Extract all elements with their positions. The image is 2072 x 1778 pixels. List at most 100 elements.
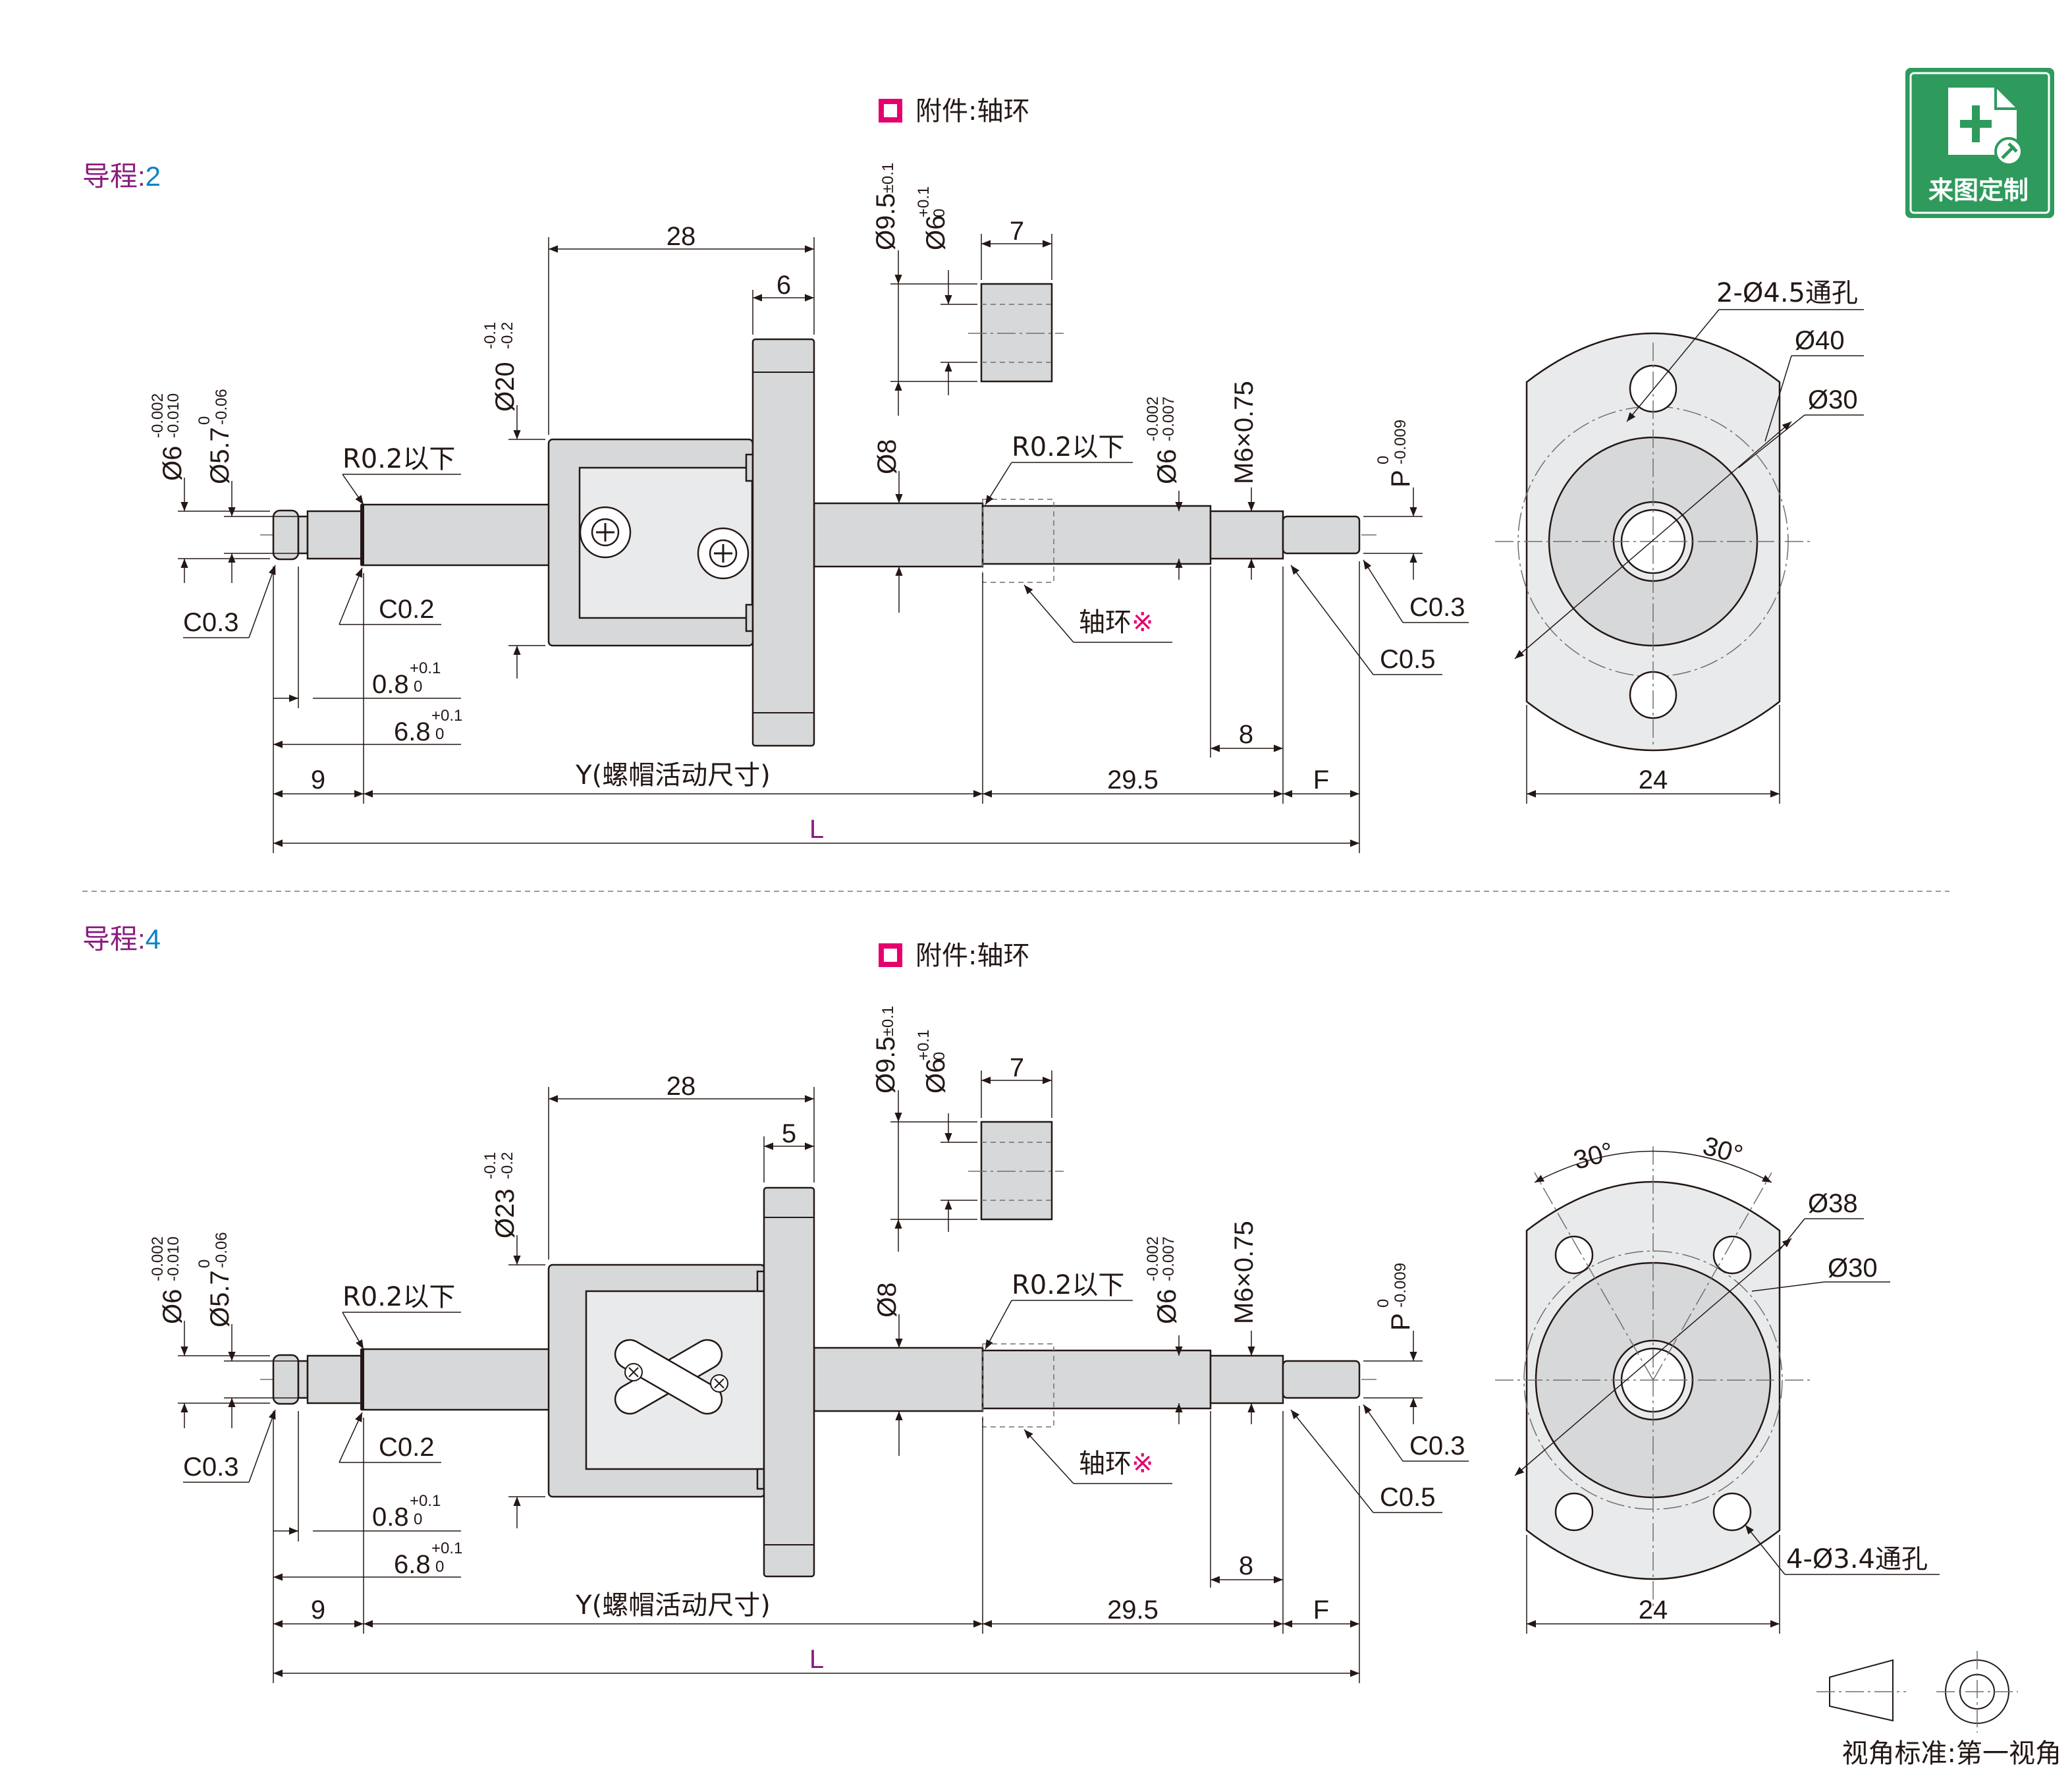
svg-text:29.5: 29.5: [1107, 765, 1159, 794]
svg-text:+0.1: +0.1: [410, 1492, 441, 1510]
svg-text:-0.2: -0.2: [499, 1152, 516, 1179]
svg-text:C0.2: C0.2: [379, 595, 435, 624]
svg-text:-0.2: -0.2: [499, 322, 516, 349]
ball-nut: [547, 338, 815, 747]
screw-shaft: [272, 502, 1361, 568]
svg-text:Ø6: Ø6: [1153, 449, 1182, 484]
svg-text:6: 6: [777, 271, 791, 300]
svg-text:C0.3: C0.3: [1409, 593, 1465, 622]
section-lead-2: 导程:2 附件:轴环: [82, 96, 1864, 853]
svg-text:+0.1: +0.1: [915, 1030, 933, 1061]
svg-text:R0.2以下: R0.2以下: [342, 1282, 455, 1312]
svg-text:+0.1: +0.1: [410, 659, 441, 677]
svg-text:C0.2: C0.2: [379, 1433, 435, 1462]
svg-text:Ø6: Ø6: [921, 1059, 950, 1094]
svg-text:Ø6: Ø6: [1153, 1289, 1182, 1324]
svg-text:0.8: 0.8: [372, 670, 409, 699]
svg-text:-0.002: -0.002: [149, 393, 167, 438]
svg-text:4-Ø3.4通孔: 4-Ø3.4通孔: [1786, 1544, 1928, 1574]
svg-text:Ø9.5±0.1: Ø9.5±0.1: [871, 1006, 900, 1094]
svg-text:P: P: [1386, 1313, 1415, 1331]
svg-text:M6×0.75: M6×0.75: [1230, 381, 1259, 484]
svg-text:M6×0.75: M6×0.75: [1230, 1221, 1259, 1324]
svg-text:0: 0: [414, 678, 422, 696]
custom-drawing-badge[interactable]: 来图定制: [1905, 68, 2054, 218]
svg-text:Ø6: Ø6: [921, 215, 950, 250]
svg-text:6.8: 6.8: [394, 717, 431, 746]
svg-text:Ø8: Ø8: [873, 1283, 902, 1318]
svg-text:+0.1: +0.1: [431, 707, 462, 725]
svg-text:Ø9.5±0.1: Ø9.5±0.1: [871, 163, 900, 250]
svg-text:-0.1: -0.1: [481, 322, 499, 349]
svg-text:Ø30: Ø30: [1828, 1254, 1878, 1283]
svg-text:R0.2以下: R0.2以下: [1012, 432, 1124, 462]
svg-text:F: F: [1313, 1596, 1329, 1625]
lead-value: 2: [146, 161, 161, 192]
svg-text:Ø6: Ø6: [158, 446, 187, 481]
svg-text:0: 0: [435, 725, 444, 743]
svg-text:Ø8: Ø8: [873, 439, 902, 474]
svg-text:C0.3: C0.3: [183, 1453, 239, 1482]
svg-text:Ø5.7: Ø5.7: [205, 427, 234, 484]
lead-label: 导程:: [82, 161, 146, 192]
svg-text:Ø6: Ø6: [158, 1289, 187, 1324]
svg-text:5: 5: [782, 1119, 796, 1148]
svg-text:Ø20: Ø20: [491, 362, 520, 412]
svg-text:-0.007: -0.007: [1160, 397, 1178, 441]
svg-text:6.8: 6.8: [394, 1550, 431, 1579]
svg-text:-0.007: -0.007: [1160, 1236, 1178, 1281]
svg-text:-0.002: -0.002: [149, 1236, 167, 1281]
svg-text:Ø40: Ø40: [1795, 326, 1845, 355]
svg-text:Ø30: Ø30: [1808, 385, 1858, 414]
svg-text:2-Ø4.5通孔: 2-Ø4.5通孔: [1716, 278, 1858, 308]
svg-text:0: 0: [196, 416, 213, 425]
svg-text:8: 8: [1239, 1551, 1253, 1580]
svg-text:Ø23: Ø23: [491, 1188, 520, 1238]
svg-text:L: L: [809, 815, 824, 844]
svg-text:Y(螺帽活动尺寸): Y(螺帽活动尺寸): [575, 760, 771, 791]
svg-text:9: 9: [311, 1596, 325, 1625]
dimensions-2: 28 5 7 Ø9.5±0.1 Ø6 +0.1 0 Ø23: [149, 1006, 1469, 1683]
svg-text:R0.2以下: R0.2以下: [342, 444, 455, 474]
svg-text:-0.010: -0.010: [165, 1236, 182, 1281]
svg-text:24: 24: [1639, 1596, 1668, 1625]
document-edit-icon: [1948, 88, 2023, 166]
svg-text:0: 0: [931, 1052, 948, 1061]
svg-text:30°: 30°: [1700, 1131, 1746, 1169]
svg-text:24: 24: [1639, 765, 1668, 794]
svg-text:0: 0: [931, 209, 948, 217]
lead-label: 导程:: [82, 924, 146, 955]
section-lead-4: 导程:4 附件:轴环: [82, 924, 1940, 1683]
svg-text:9: 9: [311, 765, 325, 794]
svg-text:-0.1: -0.1: [481, 1152, 499, 1179]
ball-nut: [547, 1186, 815, 1578]
svg-text:P: P: [1386, 470, 1415, 487]
badge-label: 来图定制: [1928, 176, 2029, 205]
svg-text:导程:2: 导程:2: [82, 161, 161, 192]
collar-detail: [968, 283, 1064, 383]
svg-text:-0.002: -0.002: [1144, 397, 1162, 441]
screw-shaft: [272, 1347, 1361, 1412]
svg-text:0: 0: [1375, 1299, 1392, 1308]
svg-text:0.8: 0.8: [372, 1503, 409, 1532]
svg-text:0: 0: [196, 1260, 213, 1268]
svg-text:R0.2以下: R0.2以下: [1012, 1270, 1124, 1300]
svg-text:C0.3: C0.3: [183, 608, 239, 637]
svg-text:-0.06: -0.06: [213, 1232, 231, 1268]
svg-text:-0.06: -0.06: [213, 389, 231, 425]
svg-text:Y(螺帽活动尺寸): Y(螺帽活动尺寸): [575, 1590, 771, 1621]
end-view-2: 30° 30° Ø38 Ø30 4-Ø3.4通孔 24: [1495, 1131, 1940, 1634]
end-view-1: 2-Ø4.5通孔 Ø40 Ø30 24: [1495, 278, 1864, 804]
svg-text:7: 7: [1010, 217, 1024, 246]
collar-detail: [968, 1121, 1064, 1221]
svg-text:Ø5.7: Ø5.7: [205, 1270, 234, 1327]
accessory-label: 附件:轴环: [915, 96, 1029, 126]
svg-text:+0.1: +0.1: [431, 1540, 462, 1557]
svg-text:C0.5: C0.5: [1380, 645, 1436, 674]
lead-value: 4: [146, 924, 161, 955]
svg-text:28: 28: [667, 1072, 696, 1101]
svg-text:-0.002: -0.002: [1144, 1236, 1162, 1281]
svg-text:导程:4: 导程:4: [82, 924, 161, 955]
svg-text:轴环※: 轴环※: [1079, 607, 1154, 638]
